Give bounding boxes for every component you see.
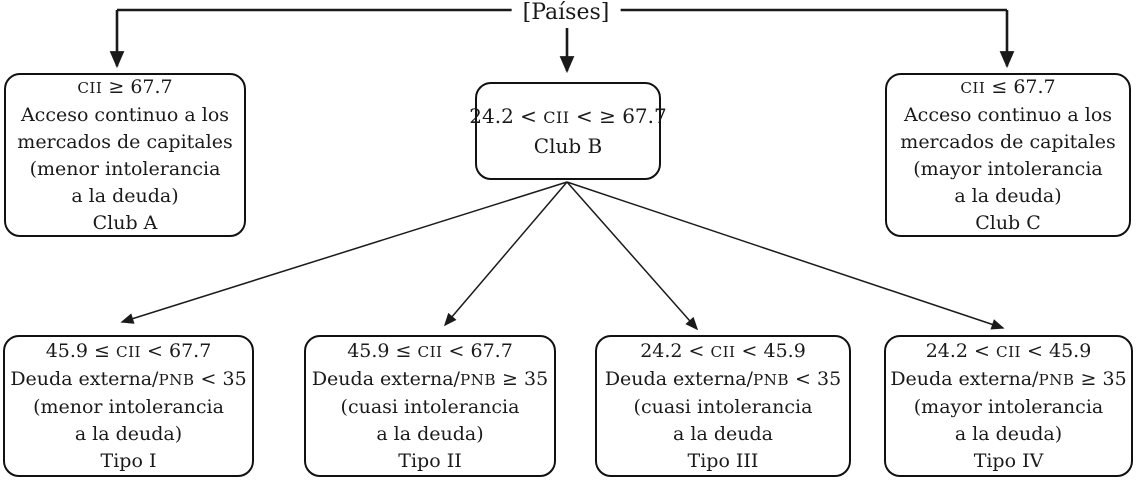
node-text-line: Club A <box>92 211 158 234</box>
node-text-line: (mayor intolerancia <box>913 157 1103 180</box>
node-text-line: a la deuda) <box>954 422 1063 445</box>
node-text-line: Club C <box>975 211 1041 234</box>
root-label-paises: [Países] <box>511 0 621 28</box>
node-text-line: 24.2 < CII < ≥ 67.7 <box>469 103 667 128</box>
node-text-line: 45.9 ≤ CII < 67.7 <box>347 339 513 362</box>
node-text-line: (cuasi intolerancia <box>633 395 813 418</box>
node-text-line: Tipo IV <box>973 449 1044 472</box>
node-text-line: Tipo III <box>687 449 759 472</box>
node-text-line: (menor intolerancia <box>33 395 224 418</box>
node-text-line: (mayor intolerancia <box>913 395 1104 418</box>
edge-club-b-to-tipo-iv <box>566 181 1005 330</box>
node-text-line: CII ≥ 67.7 <box>77 75 173 98</box>
node-text-line: Tipo II <box>398 449 462 472</box>
node-text-line: 24.2 < CII < 45.9 <box>640 339 806 362</box>
node-text-line: mercados de capitales <box>900 130 1116 153</box>
node-text-line: a la deuda) <box>954 184 1062 207</box>
node-text-line: Acceso continuo a los <box>20 103 230 126</box>
node-text-line: a la deuda) <box>74 422 183 445</box>
node-text-line: Deuda externa/PNB ≥ 35 <box>890 367 1127 390</box>
node-text-line: a la deuda <box>673 422 773 445</box>
node-text-line: 45.9 ≤ CII < 67.7 <box>45 339 212 362</box>
node-text-line: mercados de capitales <box>17 130 233 153</box>
node-text-line: (menor intolerancia <box>29 157 221 180</box>
edge-club-b-to-tipo-ii <box>443 181 568 327</box>
node-text-line: (cuasi intolerancia <box>340 395 520 418</box>
node-text-line: a la deuda) <box>71 184 179 207</box>
node-text-line: Deuda externa/PNB < 35 <box>604 367 842 390</box>
node-text-line: Club B <box>533 133 603 158</box>
node-text-line: Acceso continuo a los <box>903 103 1113 126</box>
edge-club-b-to-tipo-iii <box>566 181 699 331</box>
node-text-line: Deuda externa/PNB < 35 <box>10 367 247 390</box>
node-text-line: Deuda externa/PNB ≥ 35 <box>311 367 549 390</box>
node-text-line: 24.2 < CII < 45.9 <box>925 339 1092 362</box>
edge-club-b-to-tipo-i <box>120 181 568 324</box>
node-text-line: Tipo I <box>100 449 157 472</box>
node-text-line: CII ≤ 67.7 <box>960 75 1056 98</box>
node-text-line: a la deuda) <box>376 422 484 445</box>
